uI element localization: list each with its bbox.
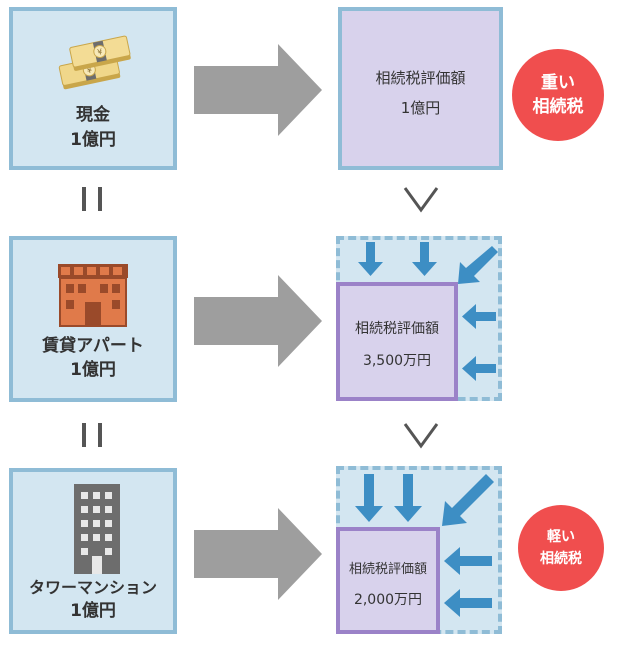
right-arrow-3 [194,508,322,600]
reduction-arrows-tower [355,474,494,617]
apartment-building-icon [58,264,128,327]
tower-building-icon [74,484,120,574]
light-tax-badge: 軽い 相続税 [518,505,604,591]
asset-value-apartment: 1億円 [70,360,116,380]
asset-box-tower: タワーマンション 1億円 [9,468,177,634]
asset-box-apartment: 賃貸アパート 1億円 [9,236,177,402]
greater-than-sign-2 [403,423,439,449]
eval-title-apartment: 相続税評価額 [355,321,439,337]
eval-box-apartment: 相続税評価額 3,500万円 [336,282,458,401]
equal-sign-1 [78,187,108,211]
right-arrow-1 [194,44,322,136]
greater-than-sign-1 [403,187,439,213]
asset-name-tower: タワーマンション [28,578,157,597]
right-arrow-2 [194,275,322,367]
light-tax-line2: 相続税 [540,551,582,567]
svg-text:¥: ¥ [97,47,104,57]
heavy-tax-line1: 重い [541,73,575,93]
eval-box-tower: 相続税評価額 2,000万円 [336,527,440,634]
equal-sign-2 [78,423,108,447]
eval-value-cash: 1億円 [400,99,441,117]
eval-title-tower: 相続税評価額 [348,562,427,577]
money-stack-icon: ¥ ¥ [58,35,131,90]
asset-name-cash: 現金 [76,105,110,125]
eval-value-tower: 2,000万円 [353,592,423,608]
eval-value-apartment: 3,500万円 [362,353,432,369]
svg-text:¥: ¥ [86,65,93,75]
asset-value-tower: 1億円 [70,601,116,621]
heavy-tax-line2: 相続税 [532,97,584,117]
eval-box-cash: 相続税評価額 1億円 [338,7,503,170]
reduction-arrows-apartment [358,242,498,381]
asset-name-apartment: 賃貸アパート [42,336,144,356]
light-tax-line1: 軽い [547,529,575,545]
eval-title-cash: 相続税評価額 [375,69,466,87]
asset-value-cash: 1億円 [70,130,116,150]
heavy-tax-badge: 重い 相続税 [512,49,604,141]
asset-box-cash: ¥ ¥ 現金 1億円 [9,7,177,170]
